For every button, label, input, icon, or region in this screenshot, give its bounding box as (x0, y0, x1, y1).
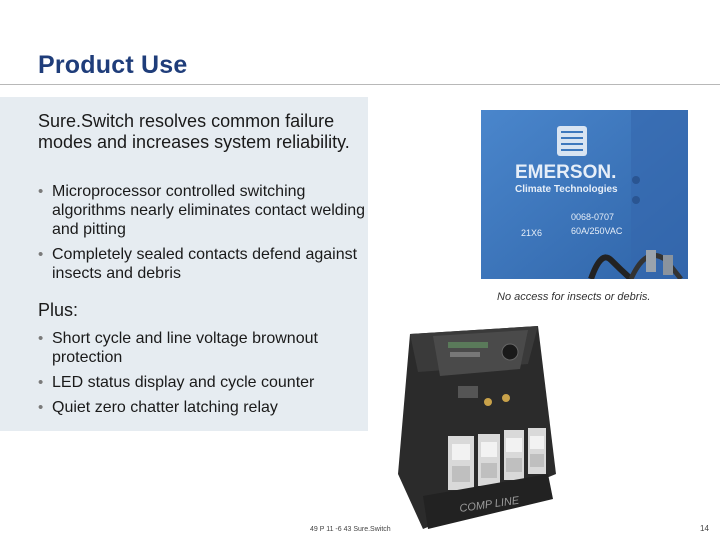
brand-sub-text: Climate Technologies (515, 184, 618, 195)
bullet-icon: • (38, 330, 44, 347)
bullet-icon: • (38, 399, 44, 416)
lead-text: Sure.Switch resolves common failure mode… (38, 111, 350, 152)
terminal-block (528, 428, 546, 474)
bullet-text: LED status display and cycle counter (52, 374, 315, 391)
part-number-text: 0068-0707 (571, 212, 614, 222)
bullet-text: Microprocessor controlled switching algo… (52, 183, 366, 238)
content-panel (0, 97, 368, 431)
bullet-icon: • (38, 374, 44, 391)
title-divider (0, 84, 720, 85)
relay-illustration: COMP LINE (398, 326, 556, 529)
photo-caption: No access for insects or debris. (497, 291, 651, 303)
bullet-text: Quiet zero chatter latching relay (52, 399, 278, 416)
terminal-block (478, 434, 500, 486)
list-item: • Short cycle and line voltage brownout … (38, 329, 368, 367)
list-item: • Completely sealed contacts defend agai… (38, 245, 368, 283)
list-item: • Quiet zero chatter latching relay (38, 398, 368, 417)
rating-text: 60A/250VAC (571, 226, 623, 236)
bullet-text: Short cycle and line voltage brownout pr… (52, 330, 318, 366)
brand-text: EMERSON. (515, 162, 616, 183)
bullet-text: Completely sealed contacts defend agains… (52, 246, 358, 282)
page-number: 14 (700, 524, 709, 533)
product-photo-sealed-module: EMERSON. Climate Technologies 0068-0707 … (481, 110, 688, 279)
code-text: 21X6 (521, 228, 542, 238)
bullet-icon: • (38, 183, 44, 200)
list-item: • LED status display and cycle counter (38, 373, 368, 392)
plus-heading: Plus: (38, 300, 79, 320)
bullet-list-features: • Microprocessor controlled switching al… (38, 182, 368, 289)
bullet-icon: • (38, 246, 44, 263)
product-photo-relay: COMP LINE (388, 324, 558, 536)
terminal-block (504, 430, 524, 480)
terminal-block (448, 436, 474, 490)
emerson-logo-icon (557, 126, 587, 156)
list-item: • Microprocessor controlled switching al… (38, 182, 368, 239)
bullet-list-extras: • Short cycle and line voltage brownout … (38, 329, 368, 423)
footer-text: 49 P 11 -6 43 Sure.Switch (310, 526, 391, 533)
sealed-module-illustration: EMERSON. Climate Technologies 0068-0707 … (481, 110, 688, 279)
slide-title: Product Use (38, 51, 188, 79)
